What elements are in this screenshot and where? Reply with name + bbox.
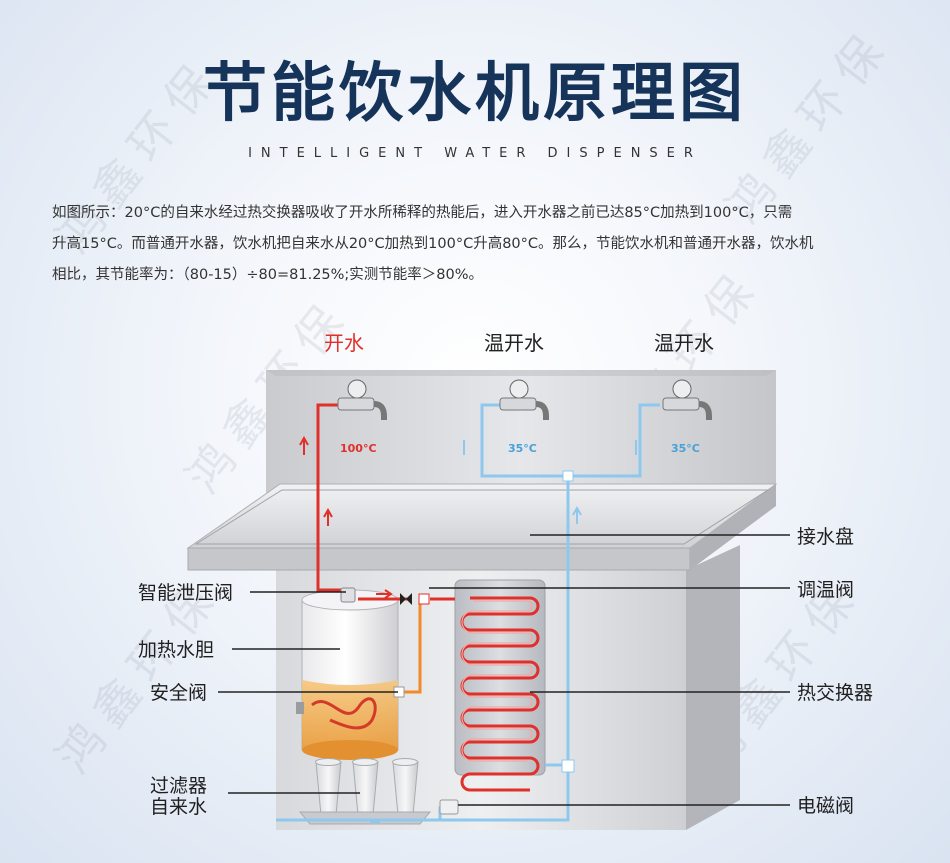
pipe-junction [561, 759, 575, 773]
tap-temp-warm-1: 35°C [508, 442, 537, 455]
label-tap-water: 自来水 [150, 796, 207, 818]
label-heat-exchanger: 热交换器 [797, 682, 873, 704]
solenoid-valve [439, 799, 459, 815]
tap-label-warm-1: 温开水 [484, 331, 544, 355]
faucet-hot [337, 379, 387, 420]
faucet-warm-2 [662, 379, 712, 420]
description: 如图所示：20°C的自来水经过热交换器吸收了开水所稀释的热能后，进入开水器之前已… [52, 198, 902, 291]
temperature-valve [400, 593, 430, 605]
description-line-1: 如图所示：20°C的自来水经过热交换器吸收了开水所稀释的热能后，进入开水器之前已… [52, 205, 793, 221]
pipe-junction [562, 470, 574, 482]
tap-temp-warm-2: 35°C [671, 442, 700, 455]
label-safety-valve: 安全阀 [150, 682, 207, 704]
page-subtitle: INTELLIGENT WATER DISPENSER [248, 146, 702, 161]
page-title: 节能饮水机原理图 [203, 57, 747, 131]
label-heating-tank: 加热水胆 [138, 639, 214, 661]
pressure-relief-valve [340, 587, 356, 603]
description-line-2: 升高15°C。而普通开水器，饮水机把自来水从20°C加热到100°C升高80°C… [52, 236, 814, 252]
back-panel [266, 370, 776, 500]
filter [298, 758, 432, 825]
flow-arrow-icon [299, 435, 637, 823]
description-line-3: 相比，其节能率为：（80-15）÷80=81.25%;实测节能率＞80%。 [52, 267, 484, 283]
leader-lines [218, 534, 790, 806]
orange-pipe [398, 601, 422, 694]
label-solenoid-valve: 电磁阀 [797, 795, 854, 817]
drip-tray [186, 483, 778, 571]
label-drip-tray: 接水盘 [797, 526, 854, 548]
label-pressure-valve: 智能泄压阀 [138, 582, 233, 604]
heating-tank [296, 589, 399, 760]
heat-exchanger [454, 579, 546, 792]
tap-label-hot: 开水 [324, 331, 364, 355]
label-temp-valve: 调温阀 [797, 579, 854, 601]
label-filter: 过滤器 [150, 775, 207, 797]
tap-label-warm-2: 温开水 [654, 331, 714, 355]
faucet-warm-1 [499, 379, 549, 420]
tap-temp-hot: 100°C [340, 442, 377, 455]
